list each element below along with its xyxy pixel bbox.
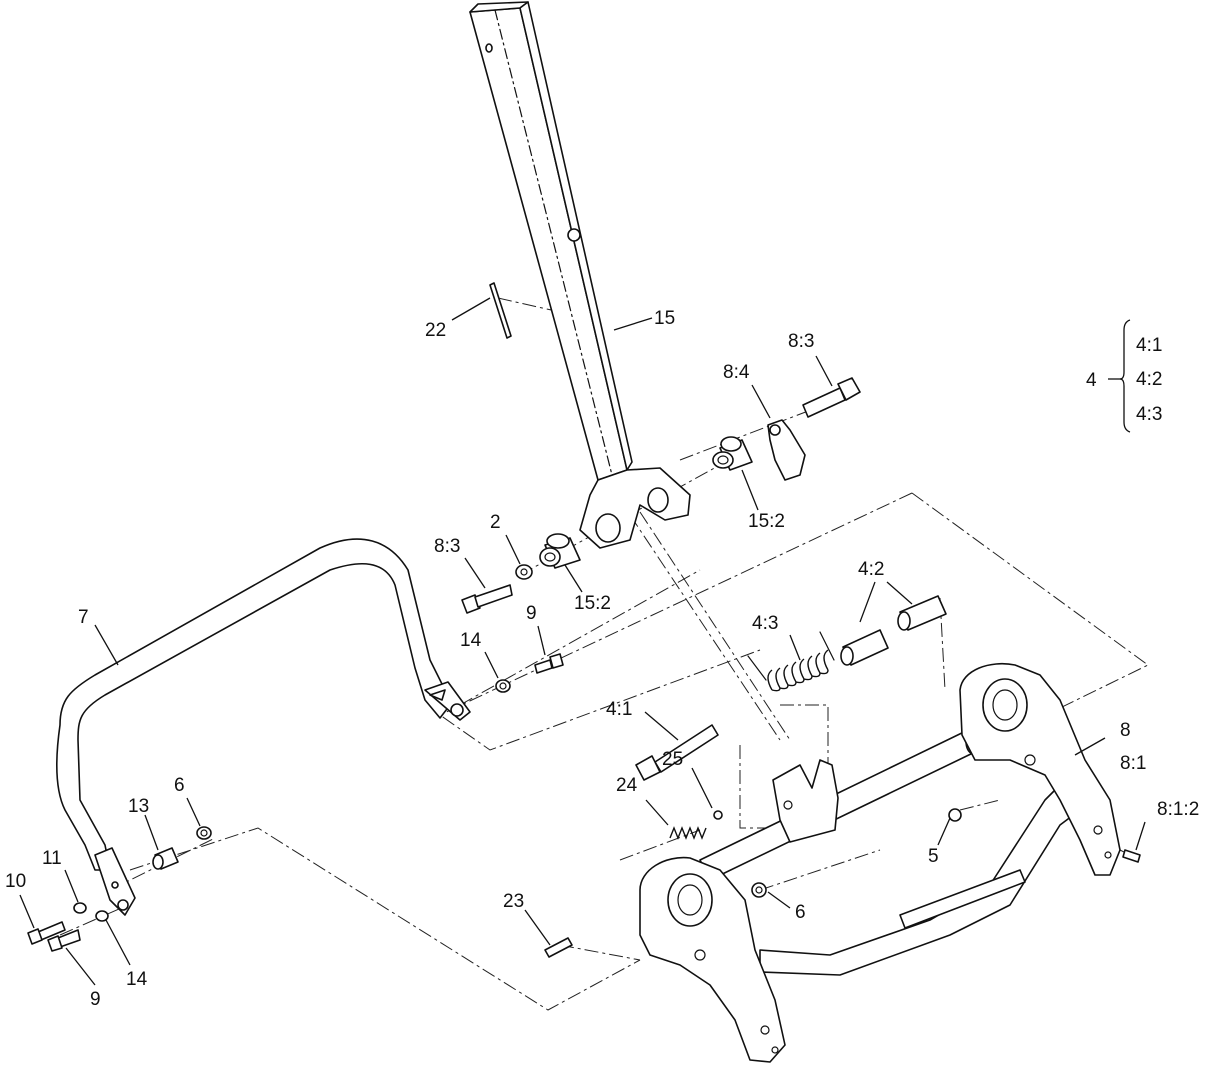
callout-9-bottom: 9: [90, 989, 101, 1010]
sleeve-part-4-2-a: [840, 629, 889, 666]
callout-5: 5: [928, 846, 939, 867]
bolt-part-8-3-top: [802, 377, 861, 418]
callout-15-2-right: 15:2: [748, 511, 785, 532]
leader-lines: [19, 297, 1146, 986]
legend-child-2: 4:2: [1136, 369, 1162, 390]
pin-part-23: [544, 937, 573, 958]
washer-part-11: [73, 902, 87, 914]
bolt-part-4-1: [635, 724, 719, 781]
legend-child-3: 4:3: [1136, 404, 1162, 425]
bushing-15-2-right: [712, 436, 753, 471]
callout-14-bottom: 14: [126, 969, 148, 990]
pin-part-22: [489, 282, 512, 339]
plate-part-8-4: [767, 419, 806, 481]
clip-part-25: [713, 810, 723, 820]
sleeve-part-4-2-b: [897, 595, 947, 631]
callout-23: 23: [503, 891, 524, 912]
callout-2: 2: [490, 512, 501, 533]
callout-8-1: 8:1: [1120, 753, 1146, 774]
bolt-part-9-bottom: [47, 929, 81, 952]
callout-13: 13: [128, 796, 149, 817]
callout-8-3-left: 8:3: [434, 536, 460, 557]
callout-7: 7: [78, 607, 89, 628]
bushing-part-13: [152, 847, 179, 870]
callout-labels: 22 15 8:3 8:4 15:2 2 8:3 15:2 7 14 9 4:2…: [5, 308, 1199, 1010]
callout-8-1-2: 8:1:2: [1157, 799, 1199, 820]
callout-24: 24: [616, 775, 638, 796]
callout-14-top: 14: [460, 630, 482, 651]
legend-parent: 4: [1086, 370, 1097, 391]
callout-8-4: 8:4: [723, 362, 750, 383]
callout-15-2-left: 15:2: [574, 593, 611, 614]
callout-9-top: 9: [526, 603, 537, 624]
legend-child-1: 4:1: [1136, 335, 1162, 356]
fitting-part-5: [948, 808, 962, 822]
callout-11: 11: [42, 848, 62, 869]
callout-6-left: 6: [174, 775, 185, 796]
pin-part-8-1-2: [1122, 849, 1141, 863]
spacer-part-14-top: [495, 679, 511, 693]
callout-6-bottom: 6: [795, 902, 806, 923]
spring-part-4-3: [747, 631, 835, 692]
assembly-legend: 4 4:1 4:2 4:3: [1086, 319, 1162, 433]
washer-part-2: [515, 564, 533, 580]
callout-22: 22: [425, 320, 446, 341]
bolt-part-9-top: [534, 653, 564, 674]
callout-8-3-top: 8:3: [788, 331, 814, 352]
callout-4-3: 4:3: [752, 613, 778, 634]
legend-brace: [1119, 319, 1131, 433]
spacer-part-6-left: [196, 826, 212, 840]
callout-4-2: 4:2: [858, 559, 884, 580]
bolt-part-8-3-left: [461, 584, 513, 614]
bolt-part-10: [27, 921, 66, 945]
bar-part-7: [55, 538, 471, 916]
bushing-15-2-left: [539, 533, 581, 569]
spacer-part-6-bottom: [751, 882, 767, 898]
spacer-part-14-bottom: [95, 910, 109, 922]
callout-8: 8: [1120, 720, 1131, 741]
callout-25: 25: [662, 749, 683, 770]
callout-10: 10: [5, 871, 26, 892]
spring-part-24: [669, 826, 707, 840]
callout-4-1: 4:1: [606, 699, 632, 720]
frame-part-8: [639, 663, 1121, 1063]
callout-15: 15: [654, 308, 675, 329]
tower-tube-part-15: [469, 1, 691, 549]
